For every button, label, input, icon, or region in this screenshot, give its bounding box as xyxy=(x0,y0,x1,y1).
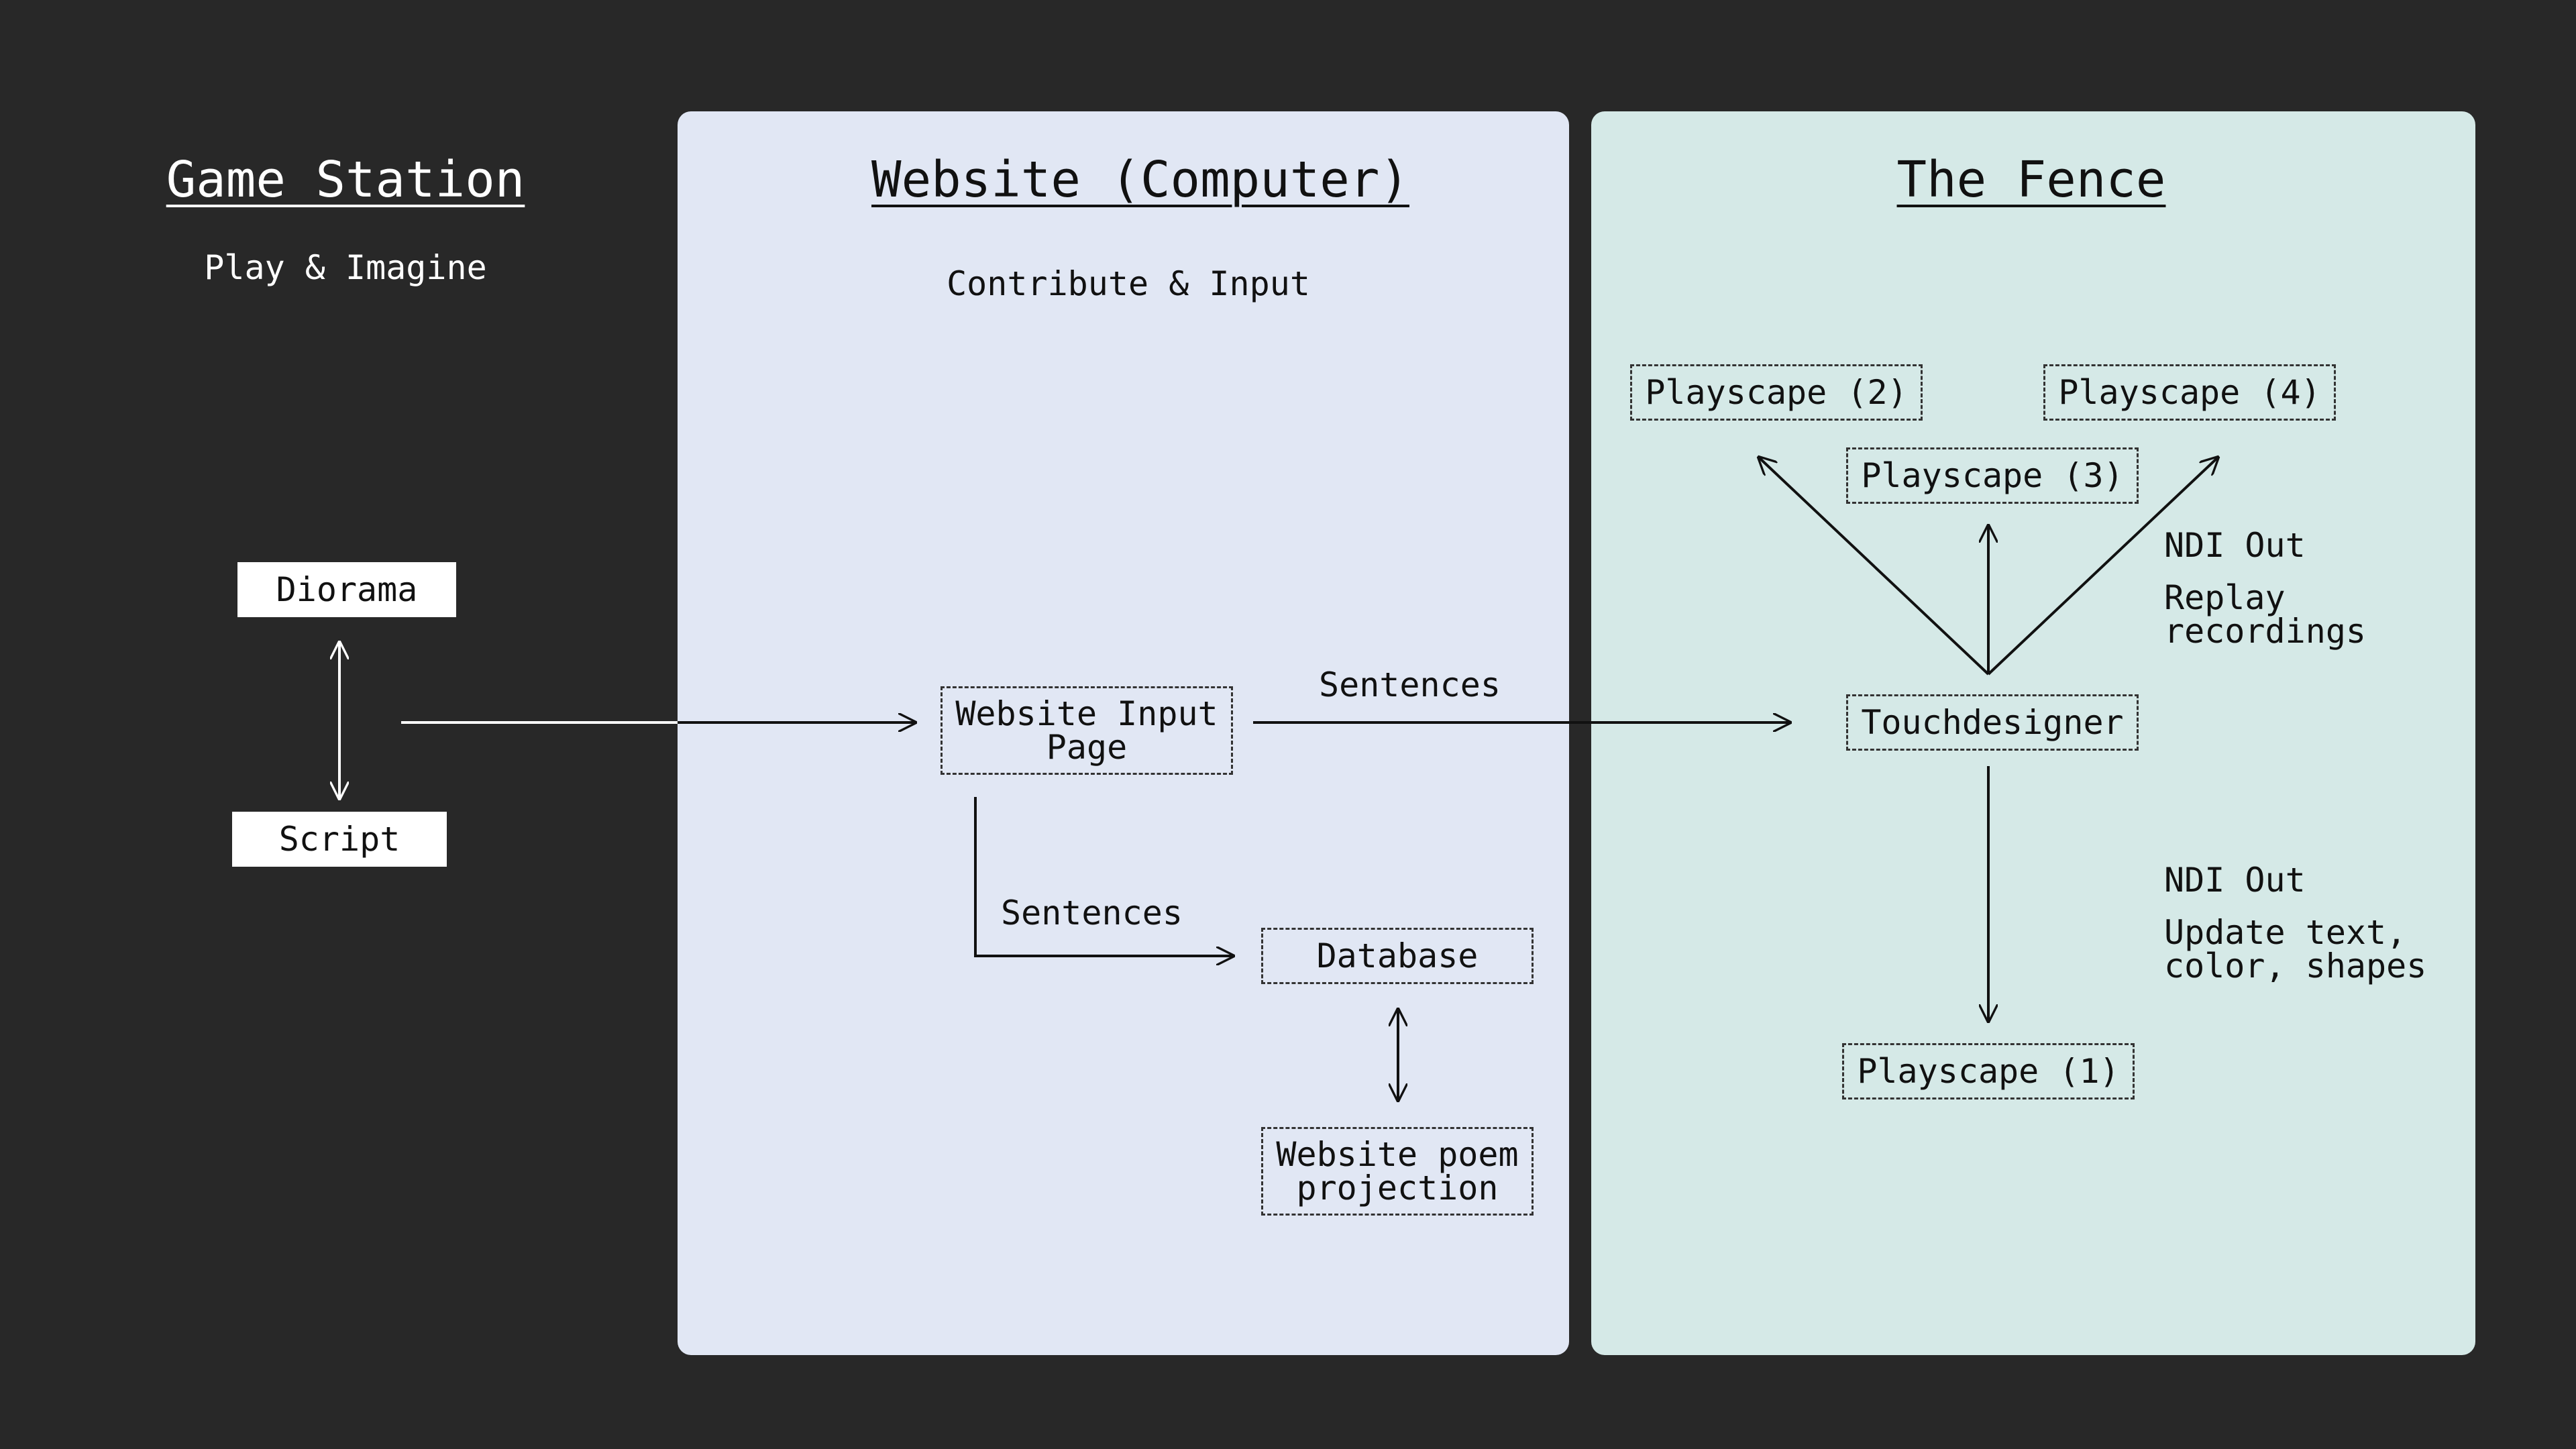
playscape-1-node: Playscape (1) xyxy=(1842,1043,2135,1099)
website-poem-projection-node: Website poem projection xyxy=(1261,1127,1534,1216)
update-text-label: Update text, color, shapes xyxy=(2164,913,2427,985)
fence-title: The Fence xyxy=(1896,151,2166,209)
playscape-2-node: Playscape (2) xyxy=(1630,364,1923,421)
fence-panel xyxy=(1591,111,2475,1355)
game-station-subtitle: Play & Imagine xyxy=(204,248,487,287)
touchdesigner-node: Touchdesigner xyxy=(1846,694,2139,751)
ndi-out-bottom-label: NDI Out xyxy=(2164,861,2306,900)
game-station-title: Game Station xyxy=(166,151,525,209)
sentences-label-to-touchdesigner: Sentences xyxy=(1319,665,1501,704)
website-title: Website (Computer) xyxy=(871,151,1409,209)
replay-recordings-label: Replay recordings xyxy=(2164,578,2367,651)
website-panel xyxy=(678,111,1569,1355)
website-input-page-node: Website Input Page xyxy=(941,686,1233,775)
script-node: Script xyxy=(232,812,447,867)
website-subtitle: Contribute & Input xyxy=(947,264,1310,303)
playscape-3-node: Playscape (3) xyxy=(1846,447,2139,504)
touchdesigner-to-playscape-4-arrow xyxy=(1987,458,2218,676)
input-to-database-arrow xyxy=(974,797,1233,956)
touchdesigner-to-playscape-2-arrow xyxy=(1759,458,1990,676)
ndi-out-top-label: NDI Out xyxy=(2164,526,2306,565)
sentences-label-to-database: Sentences xyxy=(1001,894,1183,932)
playscape-4-node: Playscape (4) xyxy=(2043,364,2336,421)
database-node: Database xyxy=(1261,928,1534,984)
diorama-node: Diorama xyxy=(237,562,456,617)
